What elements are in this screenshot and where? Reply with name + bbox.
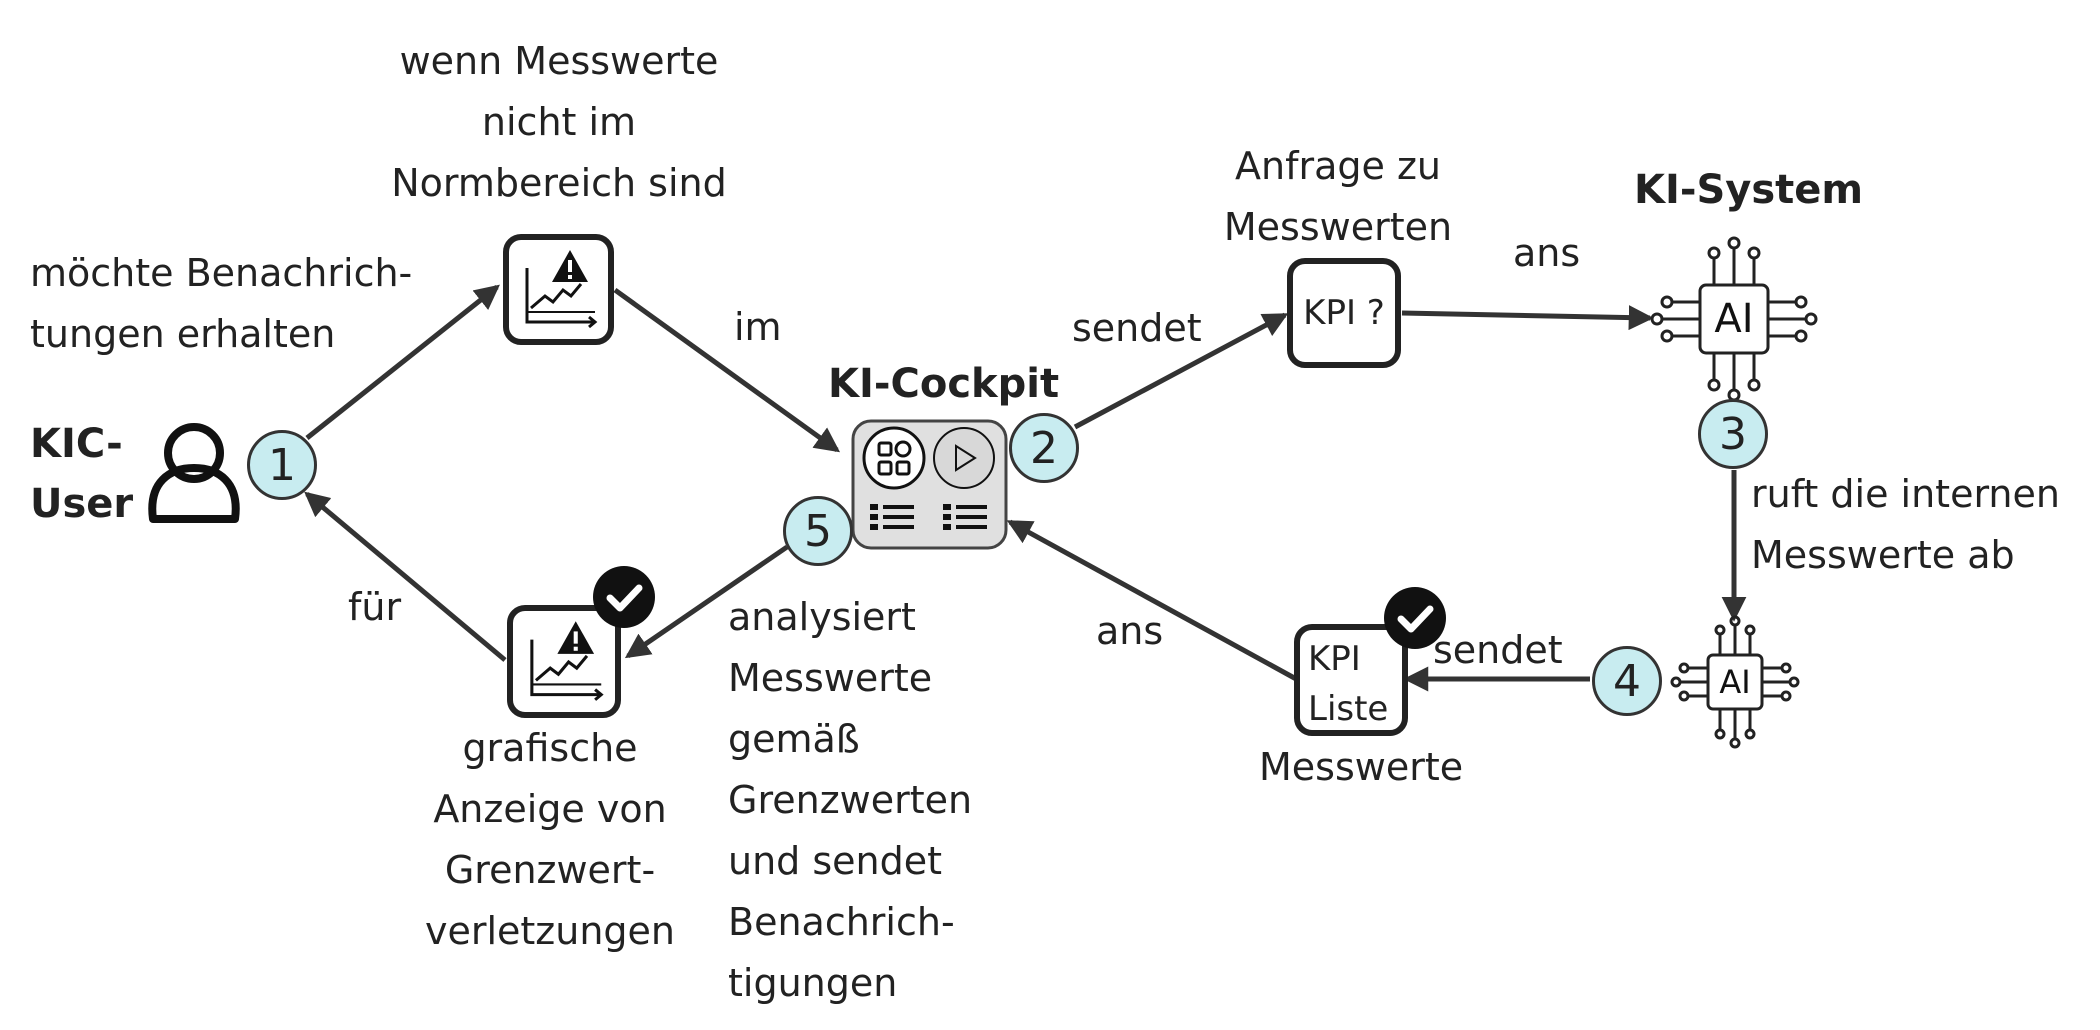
warning-chart-icon bbox=[530, 621, 604, 701]
kpi-query-label: KPI ? bbox=[1303, 293, 1385, 333]
step-badge-3: 3 bbox=[1698, 399, 1768, 469]
label-request-measurements: Anfrage zu Messwerten bbox=[1223, 144, 1453, 249]
arrow-result-to-user bbox=[304, 491, 507, 662]
ai-main-label: AI bbox=[1714, 296, 1754, 342]
label-measurements: Messwerte bbox=[1259, 745, 1464, 789]
arrow-kpi-to-ai bbox=[1401, 305, 1654, 331]
kpi-list-label: KPI Liste bbox=[1308, 639, 1389, 729]
arrow-kpilist-to-cockpit bbox=[1006, 519, 1300, 683]
person-icon bbox=[148, 423, 240, 523]
step-badge-5: 5 bbox=[783, 496, 853, 566]
arrow-cockpit-to-result bbox=[624, 544, 789, 659]
ai-secondary-label: AI bbox=[1719, 663, 1751, 701]
label-sends-2: sendet bbox=[1433, 628, 1563, 672]
kpi-query-box: KPI ? bbox=[1287, 258, 1401, 368]
label-to-2: ans bbox=[1096, 609, 1164, 653]
label-if-out-of-range: wenn Messwerte nicht im Normbereich sind bbox=[391, 39, 727, 205]
label-graphic-display: grafische Anzeige von Grenzwert- verletz… bbox=[424, 726, 676, 953]
label-sends-1: sendet bbox=[1072, 306, 1202, 350]
label-analyses: analysiert Messwerte gemäß Grenzwerten u… bbox=[728, 595, 973, 1005]
label-in: im bbox=[734, 305, 782, 349]
arrow-alert-to-cockpit bbox=[613, 287, 841, 453]
result-chart-box bbox=[507, 605, 621, 718]
label-to-1: ans bbox=[1513, 231, 1581, 275]
label-for: für bbox=[348, 585, 402, 629]
ai-chip-icon bbox=[1650, 236, 1818, 402]
actor-kic-user: KIC- User bbox=[30, 421, 134, 527]
arrow-cockpit-to-kpi bbox=[1073, 312, 1289, 430]
dashboard-icon bbox=[851, 419, 1008, 550]
alert-chart-box bbox=[503, 234, 614, 345]
checkmark-icon bbox=[593, 566, 655, 628]
actor-ki-system: KI-System bbox=[1634, 167, 1864, 213]
checkmark-icon bbox=[1384, 587, 1446, 649]
label-wants-notifications: möchte Benachrich- tungen erhalten bbox=[30, 251, 413, 356]
label-retrieves-internal: ruft die internen Messwerte ab bbox=[1751, 472, 2060, 577]
kpi-list-box: KPI Liste bbox=[1294, 624, 1408, 736]
step-badge-2: 2 bbox=[1009, 413, 1079, 483]
ai-chip-icon bbox=[1670, 615, 1800, 749]
warning-chart-icon bbox=[525, 250, 598, 329]
step-badge-4: 4 bbox=[1592, 646, 1662, 716]
arrow-user-to-alert bbox=[305, 284, 500, 440]
actor-ki-cockpit: KI-Cockpit bbox=[828, 361, 1060, 407]
step-badge-1: 1 bbox=[247, 430, 317, 500]
